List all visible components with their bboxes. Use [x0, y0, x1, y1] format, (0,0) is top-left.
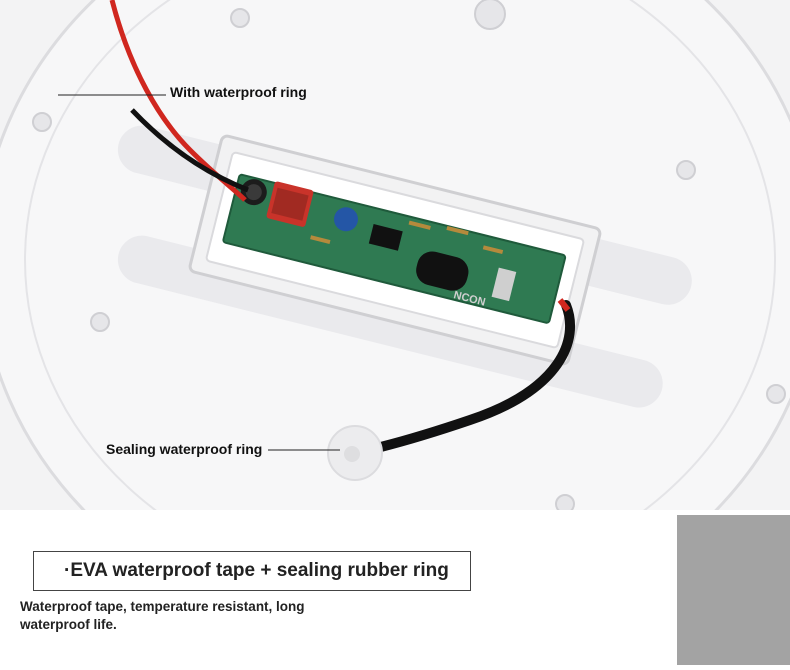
- feature-description: Waterproof tape, temperature resistant, …: [20, 599, 305, 632]
- callout-sealing-ring: Sealing waterproof ring: [106, 441, 263, 457]
- red-wire-tip: [557, 298, 571, 312]
- resistors: [310, 220, 504, 255]
- lamp-base-rim: [24, 0, 776, 510]
- lamp-base-illustration: NCON: [0, 0, 790, 510]
- black-wire-output: [345, 300, 575, 459]
- capacitor-blue: [333, 207, 358, 232]
- ic-chip: [368, 224, 403, 251]
- product-photo: NCON With waterproof ring Sealing waterp…: [0, 0, 790, 510]
- red-wire: [109, 0, 247, 202]
- feature-headline-box: ·EVA waterproof tape + sealing rubber ri…: [33, 551, 471, 591]
- terminal: [491, 267, 517, 302]
- gray-side-block: [677, 515, 790, 665]
- feature-headline: ·EVA waterproof tape + sealing rubber ri…: [64, 560, 449, 581]
- driver-box: [188, 134, 602, 366]
- screw-posts: [32, 0, 786, 510]
- callout-waterproof-ring: With waterproof ring: [170, 84, 307, 100]
- capacitor-large: [416, 251, 469, 291]
- black-wire-input: [130, 108, 249, 193]
